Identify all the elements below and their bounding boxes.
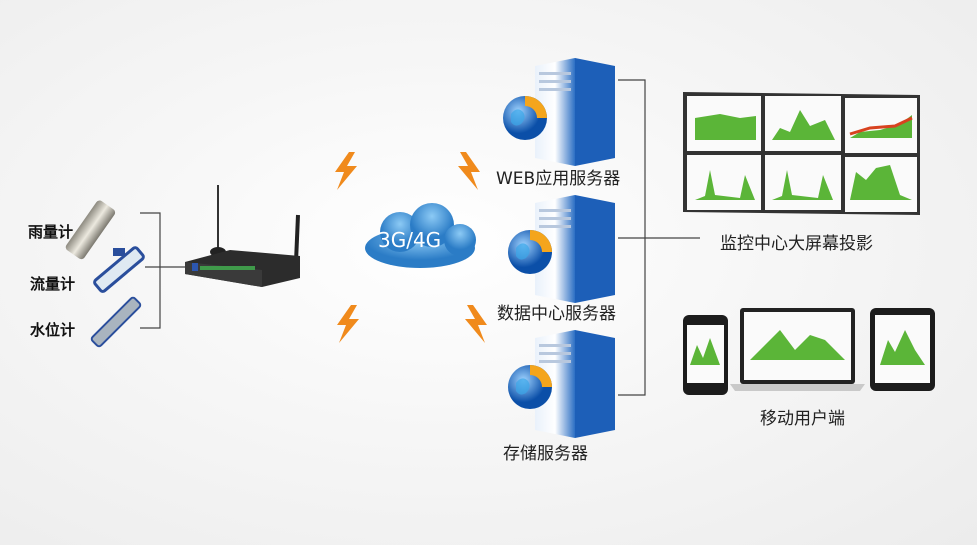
network-label: 3G/4G xyxy=(378,228,442,252)
mobile-client-label: 移动用户端 xyxy=(760,409,845,429)
monitor-wall-label: 监控中心大屏幕投影 xyxy=(720,234,873,254)
water-level-meter-image xyxy=(90,296,142,348)
lightning-icon xyxy=(335,152,357,190)
cloud-icon xyxy=(365,203,476,268)
globe-icon xyxy=(508,230,552,274)
laptop-image xyxy=(730,308,865,391)
web-server-image xyxy=(535,58,615,166)
server-label-storage: 存储服务器 xyxy=(503,444,588,464)
sensor-label-water-level: 水位计 xyxy=(30,321,76,339)
sensor-label-rain-gauge: 雨量计 xyxy=(28,223,74,241)
rain-gauge-image xyxy=(65,200,116,260)
server-connector-lines xyxy=(618,79,700,396)
phone-image xyxy=(683,315,728,395)
flow-meter-image xyxy=(93,246,145,293)
router-image xyxy=(185,185,300,287)
sensor-connector-lines xyxy=(140,212,185,329)
lightning-icon xyxy=(458,152,480,190)
tablet-image xyxy=(870,308,935,391)
lightning-icon xyxy=(465,305,487,343)
lightning-icon xyxy=(337,305,359,343)
server-label-data-center: 数据中心服务器 xyxy=(497,304,616,324)
globe-icon xyxy=(508,365,552,409)
globe-icon xyxy=(503,96,547,140)
monitor-wall-image xyxy=(683,92,920,215)
sensor-label-flow-meter: 流量计 xyxy=(30,275,76,293)
server-label-web: WEB应用服务器 xyxy=(496,169,621,189)
